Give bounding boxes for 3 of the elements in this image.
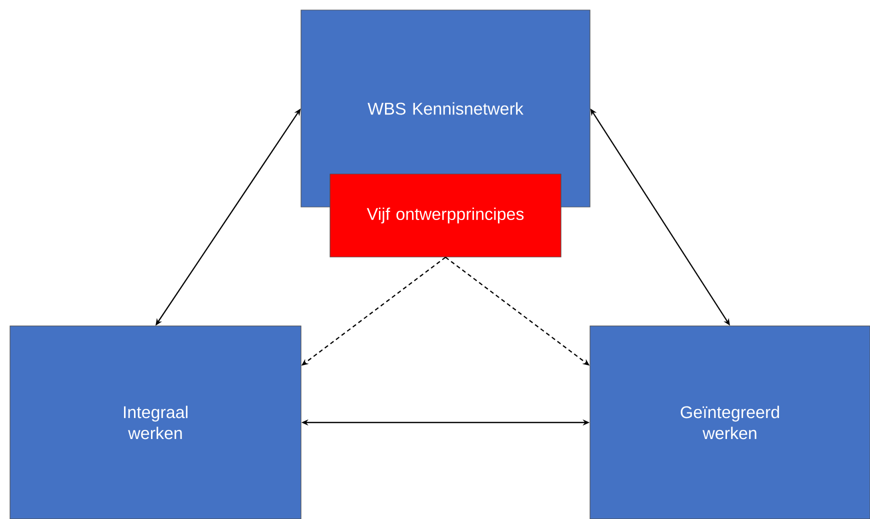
principles-box: Vijf ontwerpprincipes [330, 174, 562, 258]
process-box: Integraal werken [10, 326, 302, 519]
process-box: Geïntegreerd werken [590, 326, 870, 519]
